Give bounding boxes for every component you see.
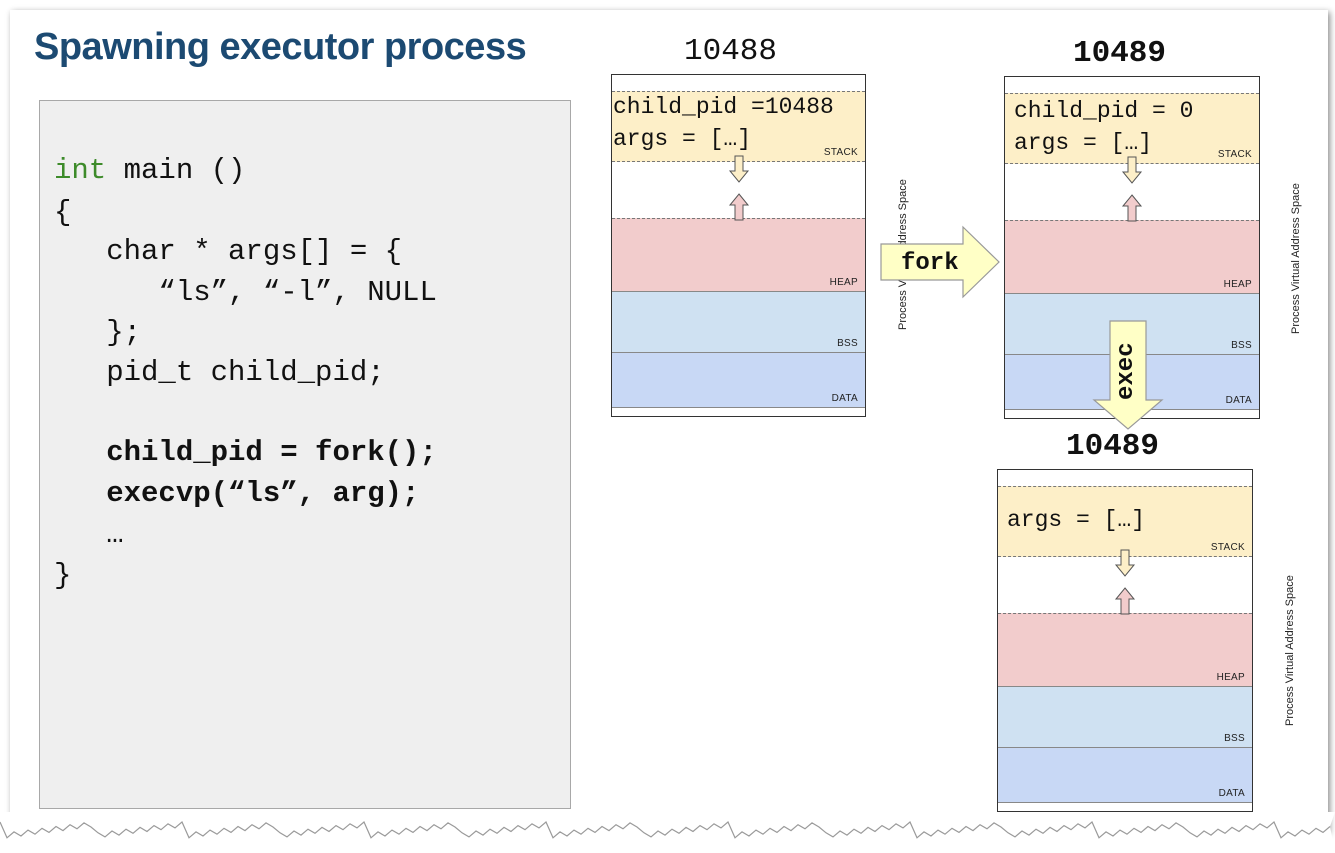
exec-child-heap-segment: HEAP [998, 613, 1252, 686]
code-line-1: int main () [54, 154, 245, 188]
exec-child-heap-label: HEAP [1216, 672, 1245, 683]
code-line-5: }; [54, 316, 142, 349]
parent-heap-segment: HEAP [612, 218, 865, 291]
code-line-ellipsis: … [54, 518, 124, 551]
heap-grows-up-arrow [728, 193, 750, 221]
parent-bss-label: BSS [837, 338, 858, 349]
fork-arrow [880, 225, 1000, 299]
exec-child-stack-args: args = […] [1007, 507, 1146, 533]
parent-stack-child-pid: child_pid =10488 [613, 94, 834, 120]
exec-child-stack-heap-arrows [1114, 549, 1136, 615]
code-line-2: { [54, 196, 72, 229]
child-stack-segment: child_pid = 0 args = […] STACK [1005, 93, 1259, 164]
heap-grows-up-arrow [1114, 587, 1136, 615]
child-stack-child-pid: child_pid = 0 [1014, 98, 1194, 124]
parent-pid-label: 10488 [684, 34, 778, 69]
code-panel [39, 100, 571, 809]
child-stack-heap-arrows [1121, 156, 1143, 222]
parent-data-segment: DATA [612, 352, 865, 408]
child-pid-label: 10489 [1073, 36, 1167, 71]
slide-title: Spawning executor process [34, 26, 527, 68]
code-line-execvp: execvp(“ls”, arg); [54, 477, 420, 510]
child-vertical-label: Process Virtual Address Space [1290, 183, 1302, 334]
parent-stack-args: args = […] [613, 126, 752, 152]
exec-arrow [1092, 320, 1164, 430]
exec-child-bss-label: BSS [1224, 733, 1245, 744]
parent-stack-segment: child_pid =10488 args = […] STACK [612, 91, 865, 162]
torn-edge-background [0, 822, 1335, 853]
child-data-label: DATA [1225, 395, 1252, 406]
parent-stack-heap-arrows [728, 155, 750, 221]
exec-arrow-label: exec [1113, 342, 1140, 400]
parent-data-label: DATA [831, 393, 858, 404]
exec-child-bss-segment: BSS [998, 686, 1252, 747]
code-keyword-int: int [54, 154, 107, 187]
exec-child-data-label: DATA [1218, 788, 1245, 799]
exec-child-address-space: args = […] STACK HEAP BSS DATA [997, 469, 1253, 812]
code-line-6: pid_t child_pid; [54, 356, 385, 389]
code-line-4: “ls”, “-l”, NULL [54, 276, 437, 309]
heap-grows-up-arrow [1121, 194, 1143, 222]
torn-edge [0, 812, 1335, 853]
code-line-3: char * args[] = { [54, 235, 403, 268]
stack-grows-down-arrow [728, 155, 750, 183]
child-stack-label: STACK [1217, 149, 1252, 160]
exec-child-stack-label: STACK [1210, 542, 1245, 553]
exec-child-vertical-label: Process Virtual Address Space [1284, 575, 1296, 726]
code-line-1-rest: main () [106, 154, 246, 187]
child-heap-label: HEAP [1223, 279, 1252, 290]
exec-child-pid-label: 10489 [1066, 429, 1160, 464]
stack-grows-down-arrow [1114, 549, 1136, 577]
code-line-fork: child_pid = fork(); [54, 436, 437, 469]
parent-address-space: child_pid =10488 args = […] STACK HEAP B… [611, 74, 866, 417]
exec-child-data-segment: DATA [998, 747, 1252, 803]
code-line-close-brace: } [54, 559, 72, 592]
stack-grows-down-arrow [1121, 156, 1143, 184]
fork-arrow-label: fork [901, 250, 959, 277]
child-stack-args: args = […] [1014, 130, 1153, 156]
parent-bss-segment: BSS [612, 291, 865, 352]
child-bss-label: BSS [1231, 340, 1252, 351]
parent-stack-label: STACK [823, 147, 858, 158]
exec-child-stack-segment: args = […] STACK [998, 486, 1252, 557]
child-heap-segment: HEAP [1005, 220, 1259, 293]
parent-heap-label: HEAP [829, 277, 858, 288]
